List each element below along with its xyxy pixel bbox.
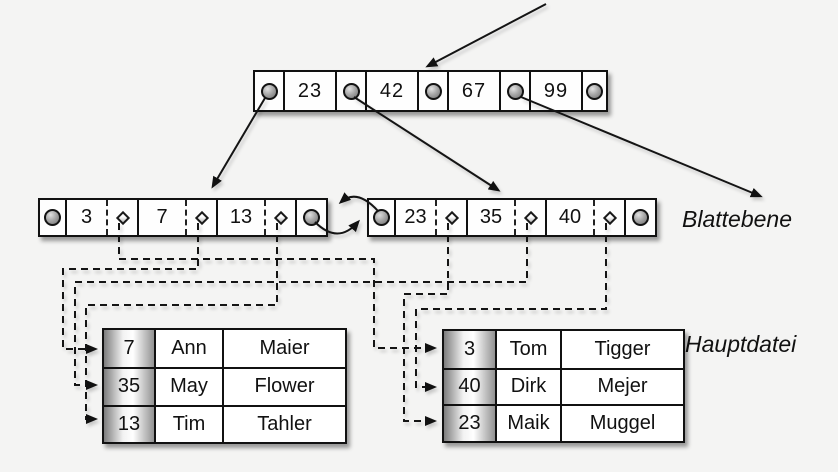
table-key-cell: 35: [104, 367, 154, 405]
pointer-circle: [373, 209, 390, 226]
leaf-entry: 3: [65, 200, 137, 235]
pointer-circle: [632, 209, 649, 226]
pointer-circle: [586, 82, 603, 100]
pointer-cell: [369, 200, 394, 235]
root-key-cell: 42: [365, 72, 417, 110]
pointer-circle: [342, 82, 360, 100]
arrow-into-root: [425, 3, 547, 68]
record-pointer-slot: [593, 200, 624, 235]
leaf-entry: 35: [466, 200, 545, 235]
table-first-name-cell: Ann: [154, 330, 222, 368]
pointer-circle: [303, 209, 320, 226]
root-key-cell: 99: [529, 72, 581, 110]
leaf-key: 35: [479, 206, 503, 228]
main-file-table-right: 3 Tom Tigger 40 Dirk Mejer 23 Maik Mugge…: [442, 329, 685, 443]
table-last-name-cell: Tahler: [222, 404, 345, 442]
table-first-name-cell: Maik: [495, 404, 560, 441]
record-pointer-slot: [514, 200, 545, 235]
table-first-name-cell: Dirk: [495, 367, 560, 405]
leaf-entry: 13: [216, 200, 295, 235]
pointer-cell: [40, 200, 65, 235]
pointer-cell: [581, 72, 606, 110]
table-key-cell: 40: [444, 367, 495, 405]
record-pointer-slot: [106, 200, 137, 235]
table-last-name-cell: Maier: [222, 330, 345, 368]
table-key-cell: 3: [444, 331, 495, 368]
leaf-node-right: 23 35 40: [367, 198, 657, 237]
pointer-cell: [335, 72, 365, 110]
leaf-node-left: 3 7 13: [38, 198, 328, 237]
table-first-name-cell: Tim: [154, 404, 222, 442]
table-key-cell: 23: [444, 404, 495, 441]
table-last-name-cell: Tigger: [560, 331, 683, 368]
pointer-cell: [255, 72, 283, 110]
record-pointer-slot: [264, 200, 295, 235]
leaf-key: 3: [80, 206, 93, 228]
root-node: 23 42 67 99: [253, 70, 608, 112]
record-pointer-diamond: [523, 210, 538, 225]
pointer-circle: [424, 82, 442, 100]
main-file-label: Hauptdatei: [685, 331, 797, 357]
leaf-key: 40: [558, 206, 582, 228]
pointer-cell: [417, 72, 447, 110]
leaf-entry: 7: [137, 200, 216, 235]
root-key-cell: 67: [447, 72, 499, 110]
main-file-table-left: 7 Ann Maier 35 May Flower 13 Tim Tahler: [102, 328, 347, 444]
record-pointer-diamond: [115, 210, 130, 225]
record-pointer-slot: [185, 200, 216, 235]
table-first-name-cell: May: [154, 367, 222, 405]
record-pointer-diamond: [602, 210, 617, 225]
table-last-name-cell: Mejer: [560, 367, 683, 405]
root-key-cell: 23: [283, 72, 335, 110]
table-key-cell: 13: [104, 404, 154, 442]
pointer-circle: [260, 82, 278, 100]
leaf-level-label: Blattebene: [682, 206, 792, 232]
leaf-entry: 23: [394, 200, 466, 235]
record-pointer-diamond: [273, 210, 288, 225]
table-key-cell: 7: [104, 330, 154, 368]
pointer-cell: [624, 200, 655, 235]
leaf-key: 23: [404, 206, 427, 228]
record-pointer-diamond: [444, 210, 459, 225]
table-last-name-cell: Muggel: [560, 404, 683, 441]
table-first-name-cell: Tom: [495, 331, 560, 368]
leaf-entry: 40: [545, 200, 624, 235]
pointer-circle: [44, 209, 61, 226]
pointer-cell: [295, 200, 326, 235]
pointer-cell: [499, 72, 529, 110]
leaf-key: 13: [229, 206, 253, 228]
leaf-key: 7: [156, 206, 168, 228]
pointer-circle: [506, 82, 524, 100]
record-pointer-slot: [435, 200, 466, 235]
record-pointer-diamond: [194, 210, 209, 225]
table-last-name-cell: Flower: [222, 367, 345, 405]
